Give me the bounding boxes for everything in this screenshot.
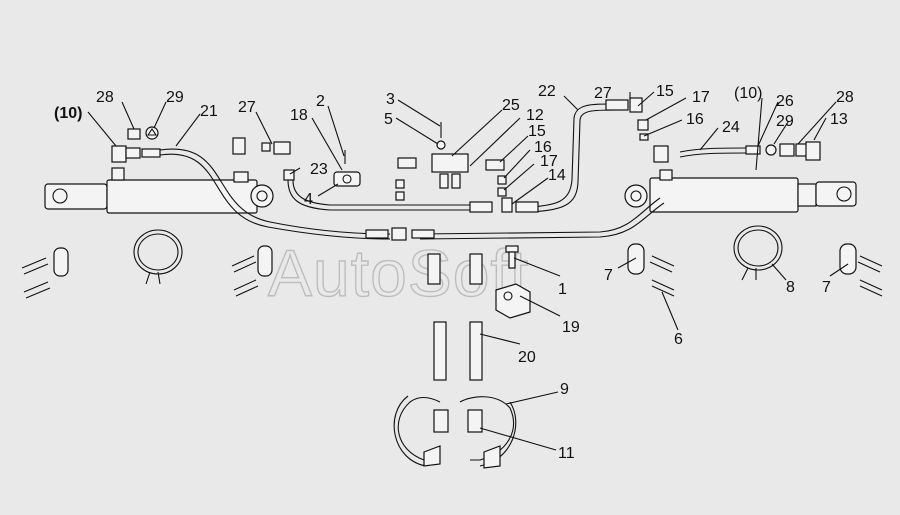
callout-29-right: 29 <box>776 113 794 130</box>
callout-10-right: (10) <box>734 85 762 102</box>
callout-12: 12 <box>526 107 544 124</box>
callout-28-left: 28 <box>96 89 114 106</box>
callout-27-left: 27 <box>238 99 256 116</box>
callout-17-mid: 17 <box>540 153 558 170</box>
callout-27-right: 27 <box>594 85 612 102</box>
callout-labels: (10) 28 29 21 27 18 2 23 4 3 5 25 12 15 … <box>54 83 854 462</box>
leader-lines <box>87 91 849 451</box>
callout-25: 25 <box>502 97 520 114</box>
callout-3: 3 <box>386 91 395 108</box>
callout-16-mid: 16 <box>534 139 552 156</box>
callout-15-mid: 15 <box>528 123 546 140</box>
callout-29-left: 29 <box>166 89 184 106</box>
callout-15-right: 15 <box>656 83 674 100</box>
callout-16-right: 16 <box>686 111 704 128</box>
callout-18: 18 <box>290 107 308 124</box>
center-bracket-assembly <box>393 245 531 469</box>
callout-5: 5 <box>384 111 393 128</box>
callout-19: 19 <box>562 319 580 336</box>
callout-2: 2 <box>316 93 325 110</box>
callout-7-mid: 7 <box>604 267 613 284</box>
hydraulic-hoses <box>159 103 747 240</box>
callout-4: 4 <box>304 191 313 208</box>
callout-26: 26 <box>776 93 794 110</box>
callout-21: 21 <box>200 103 218 120</box>
callout-1: 1 <box>558 281 567 298</box>
callout-6: 6 <box>674 331 683 348</box>
callout-22: 22 <box>538 83 556 100</box>
callout-17-right: 17 <box>692 89 710 106</box>
callout-23: 23 <box>310 161 328 178</box>
callout-11: 11 <box>558 445 575 462</box>
pins-and-clamps <box>21 225 883 299</box>
callout-13: 13 <box>830 111 848 128</box>
left-hydraulic-cylinder <box>44 167 274 214</box>
callout-24: 24 <box>722 119 740 136</box>
right-hydraulic-cylinder <box>624 169 857 213</box>
callout-8: 8 <box>786 279 795 296</box>
callout-14: 14 <box>548 167 566 184</box>
callout-10-left: (10) <box>54 105 82 122</box>
watermark: AutoSoft <box>268 236 529 310</box>
fittings <box>111 97 821 241</box>
callout-9: 9 <box>560 381 569 398</box>
callout-20: 20 <box>518 349 536 366</box>
callout-7-right: 7 <box>822 279 831 296</box>
callout-28-right: 28 <box>836 89 854 106</box>
